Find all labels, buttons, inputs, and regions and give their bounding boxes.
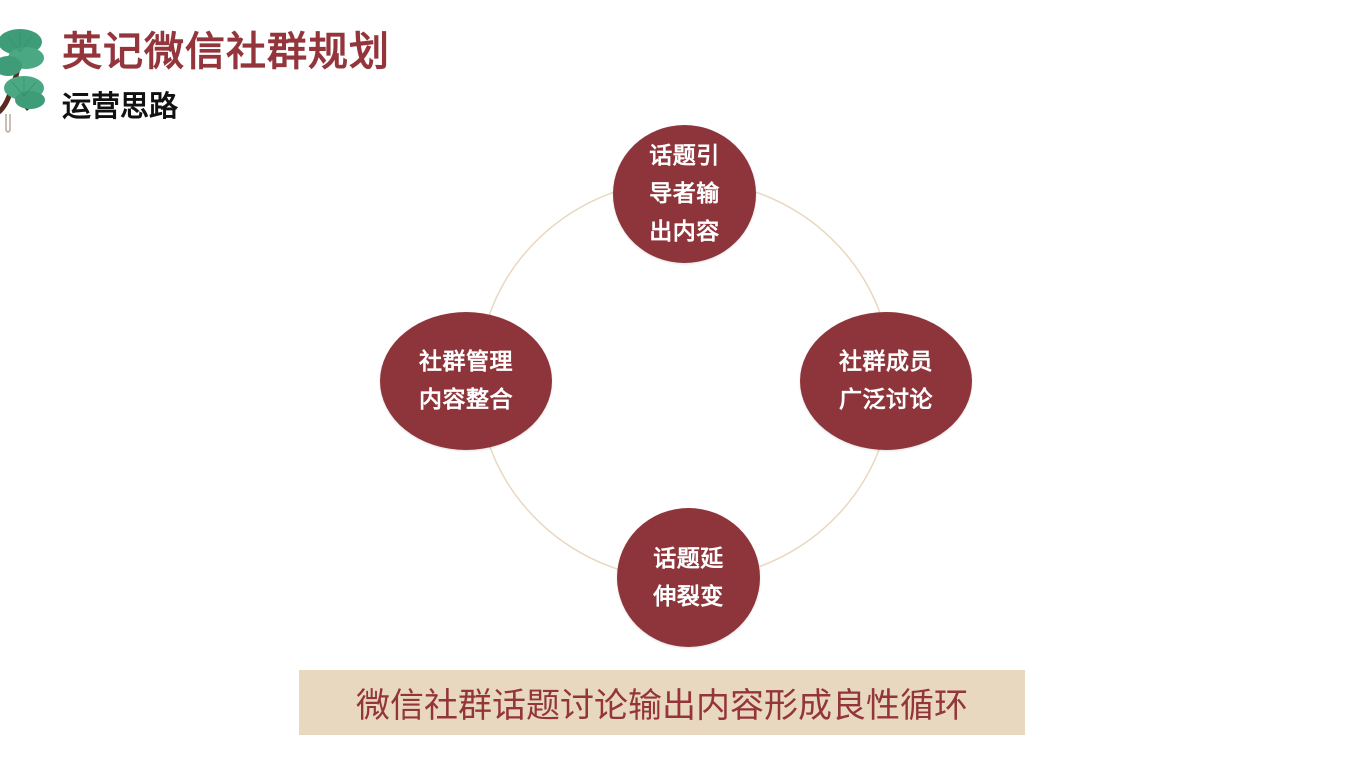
node-label-line: 导者输	[649, 181, 720, 207]
cycle-node-top: 话题引 导者输 出内容	[613, 125, 756, 263]
node-label-line: 话题延	[653, 545, 724, 572]
page-subtitle: 运营思路	[62, 89, 179, 123]
cycle-node-right: 社群成员 广泛讨论	[800, 312, 972, 450]
node-label-line: 出内容	[649, 219, 720, 245]
pine-tree-icon	[0, 24, 48, 136]
summary-banner-text: 微信社群话题讨论输出内容形成良性循环	[356, 686, 968, 726]
node-label-line: 伸裂变	[653, 583, 724, 610]
cycle-node-left: 社群管理 内容整合	[380, 312, 552, 450]
summary-banner: 微信社群话题讨论输出内容形成良性循环	[299, 670, 1025, 735]
node-label-line: 广泛讨论	[839, 387, 933, 413]
node-label-line: 社群成员	[839, 349, 933, 375]
cycle-node-bottom: 话题延 伸裂变	[617, 508, 760, 647]
node-label-line: 社群管理	[419, 349, 513, 375]
page-title: 英记微信社群规划	[62, 29, 390, 75]
node-label-line: 话题引	[649, 143, 720, 169]
node-label-line: 内容整合	[419, 387, 513, 413]
